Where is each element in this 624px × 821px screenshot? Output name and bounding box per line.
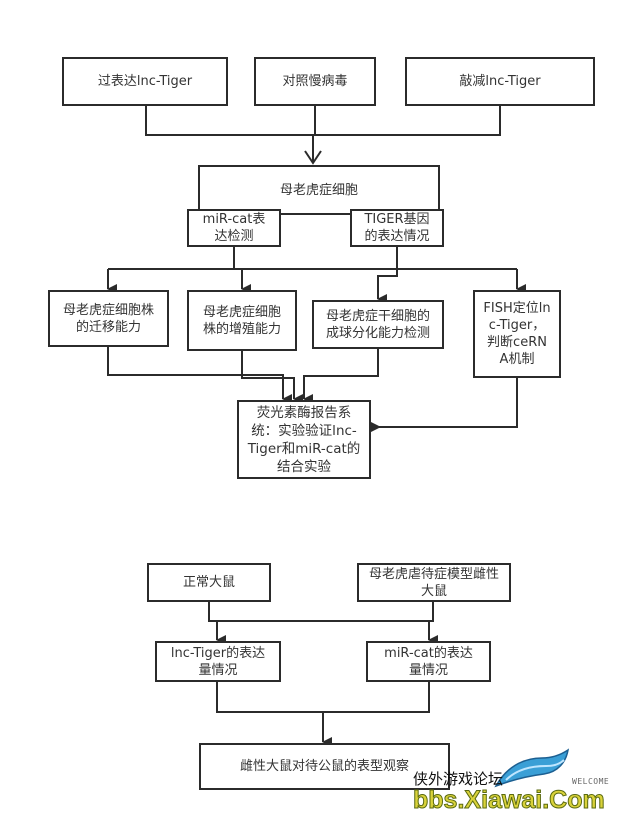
connector-levels-merge [216,681,430,713]
node-label: 雌性大鼠对待公鼠的表型观察 [239,759,409,774]
node-label: 母老虎虐待症模型雌性大鼠 [368,566,499,599]
watermark-welcome: WELCOME [572,777,610,786]
node-label: lnc-Tiger的表达量情况 [170,645,266,678]
node-control-virus: 对照慢病毒 [254,57,376,106]
arrow-proliferation-to-luciferase [241,350,303,404]
connector-overexpress [145,106,501,136]
node-mir-cat-detection: miR-cat表达检测 [187,209,281,247]
node-model-female-rat: 母老虎虐待症模型雌性大鼠 [357,563,511,602]
watermark-wave-icon [494,748,570,788]
node-label: miR-cat表达检测 [202,212,266,244]
node-knockdown-lnc-tiger: 敲减lnc-Tiger [405,57,595,106]
node-proliferation-assay: 母老虎症细胞株的增殖能力 [187,290,297,351]
node-tiger-expression: TIGER基因的表达情况 [350,209,444,247]
watermark-url: bbs.Xiawai.Com [413,786,606,815]
node-label: 荧光素酶报告系统：实验验证lnc-Tiger和miR-cat的结合实验 [247,404,361,475]
node-phenotype-observation: 雌性大鼠对待公鼠的表型观察 [199,743,450,790]
node-fish-localization: FISH定位lnc-Tiger，判断ceRNA机制 [473,290,561,378]
node-label: FISH定位lnc-Tiger，判断ceRNA机制 [483,301,551,367]
node-label: 母老虎症细胞株的增殖能力 [202,304,281,337]
node-luciferase-reporter: 荧光素酶报告系统：实验验证lnc-Tiger和miR-cat的结合实验 [237,400,371,479]
arrow-sphere-to-luciferase [303,348,379,404]
node-label: 敲减lnc-Tiger [459,74,541,89]
arrow-to-sphere [377,269,398,304]
node-label: 母老虎症细胞株的迁移能力 [62,302,154,335]
node-normal-rat: 正常大鼠 [147,563,271,602]
node-sphere-assay: 母老虎症干细胞的成球分化能力检测 [312,300,444,349]
node-migration-assay: 母老虎症细胞株的迁移能力 [48,290,169,347]
node-label: TIGER基因的表达情况 [364,212,430,244]
watermark-forum-name: 侠外游戏论坛 [413,770,504,788]
arrow-migration-to-luciferase [107,347,292,404]
node-label: miR-cat的表达量情况 [384,645,473,678]
connector-rats-merge [208,601,434,622]
node-label: 正常大鼠 [182,575,235,590]
node-label: 母老虎症干细胞的成球分化能力检测 [325,308,430,341]
node-lnc-tiger-level: lnc-Tiger的表达量情况 [155,641,281,682]
node-label: 过表达lnc-Tiger [97,74,193,89]
node-tiger-cell: 母老虎症细胞 [198,165,440,215]
open-arrowhead-cell [304,150,322,165]
node-mir-cat-level: miR-cat的表达量情况 [366,641,491,682]
arrow-fish-to-luciferase [371,378,518,432]
node-overexpress-lnc-tiger: 过表达lnc-Tiger [62,57,228,106]
node-label: 母老虎症细胞 [279,182,358,198]
node-label: 对照慢病毒 [282,74,348,89]
